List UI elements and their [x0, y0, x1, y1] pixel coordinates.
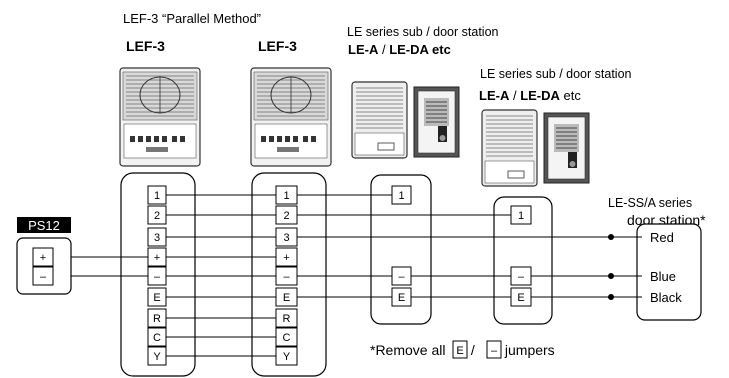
svg-text:–: – — [518, 271, 525, 283]
sub-station-caption-2: LE series sub / door station LE-A / LE-D… — [479, 67, 632, 103]
wiring — [53, 194, 642, 357]
sub-terminal-block-2 — [493, 196, 553, 325]
svg-text:jumpers: jumpers — [501, 342, 555, 358]
svg-text:/: / — [467, 342, 479, 358]
svg-text:C: C — [153, 332, 161, 344]
svg-text:LE series sub / door station: LE series sub / door station — [480, 67, 632, 81]
svg-text:+: + — [154, 252, 160, 264]
door-station-caption: LE-SS/A series door station* — [608, 196, 706, 228]
svg-text:E: E — [283, 292, 290, 304]
svg-text:1: 1 — [154, 190, 160, 202]
master-2-terminals: 1 2 3 + – E R C Y — [275, 185, 298, 366]
svg-text:3: 3 — [283, 232, 289, 244]
svg-text:+: + — [283, 252, 289, 264]
svg-text:LE-A / LE-DA etc: LE-A / LE-DA etc — [348, 42, 451, 57]
sub-station-icon-1 — [351, 81, 408, 159]
master-station-label-1: LEF-3 — [126, 38, 165, 54]
sub-1-terminals: 1 – E — [391, 185, 412, 307]
svg-text:R: R — [283, 313, 291, 325]
svg-text:Y: Y — [153, 351, 161, 363]
svg-text:E: E — [153, 292, 160, 304]
jumper-footnote: *Remove all E / – jumpers — [370, 340, 555, 359]
svg-text:–: – — [398, 271, 405, 283]
svg-text:+: + — [40, 252, 46, 264]
svg-text:C: C — [283, 332, 291, 344]
power-supply-label: PS12 — [28, 218, 60, 233]
door-panel-icon-1 — [413, 86, 460, 158]
svg-text:1: 1 — [518, 210, 524, 222]
wire-label-blue: Blue — [650, 269, 676, 284]
sub-2-terminals: 1 – E — [510, 205, 532, 307]
svg-text:–: – — [283, 271, 290, 283]
wire-label-black: Black — [650, 290, 682, 305]
master-1-terminals: 1 2 3 + – E R C Y — [147, 185, 167, 366]
junction-dots — [608, 234, 614, 300]
svg-text:2: 2 — [154, 210, 160, 222]
svg-text:E: E — [517, 292, 524, 304]
wire-label-red: Red — [650, 230, 674, 245]
svg-text:E: E — [398, 292, 405, 304]
svg-text:–: – — [40, 271, 47, 283]
sub-station-icon-2 — [481, 109, 538, 187]
power-supply: PS12 + – — [16, 217, 72, 295]
master-station-icon-2 — [250, 67, 332, 167]
svg-text:–: – — [491, 345, 498, 357]
svg-text:LE-SS/A series: LE-SS/A series — [608, 196, 692, 210]
master-station-icon-1 — [119, 67, 201, 167]
sub-terminal-block-1 — [370, 174, 432, 325]
svg-text:1: 1 — [283, 190, 289, 202]
sub-station-caption-1: LE series sub / door station LE-A / LE-D… — [347, 25, 499, 57]
door-panel-icon-2 — [543, 112, 590, 184]
svg-text:1: 1 — [398, 190, 404, 202]
door-station-block — [636, 223, 702, 321]
svg-text:3: 3 — [154, 232, 160, 244]
svg-text:–: – — [154, 271, 161, 283]
svg-text:Y: Y — [283, 351, 291, 363]
master-station-label-2: LEF-3 — [258, 38, 297, 54]
svg-text:2: 2 — [283, 210, 289, 222]
svg-text:R: R — [153, 313, 161, 325]
diagram-title: LEF-3 “Parallel Method” — [123, 11, 261, 26]
svg-text:LE series sub / door station: LE series sub / door station — [347, 25, 499, 39]
svg-text:LE-A / LE-DA etc: LE-A / LE-DA etc — [479, 88, 581, 103]
svg-text:*Remove all: *Remove all — [370, 342, 445, 358]
svg-text:E: E — [456, 345, 463, 357]
